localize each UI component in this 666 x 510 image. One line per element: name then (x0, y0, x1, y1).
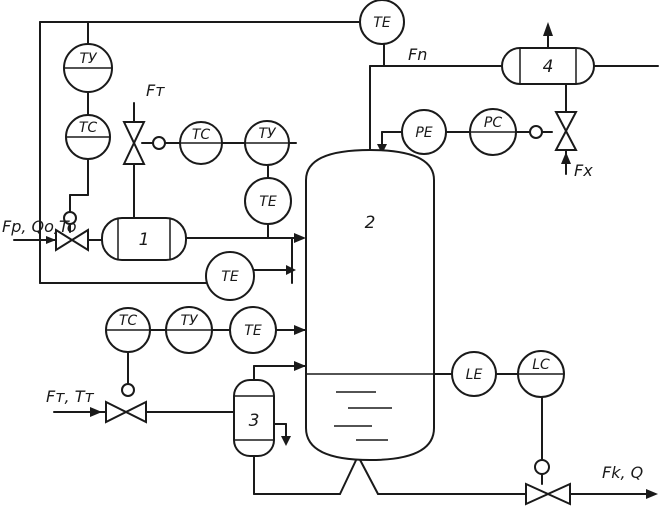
instrument-pc[interactable]: PC (469, 108, 517, 156)
vapor-stream-label: Fn (408, 45, 427, 64)
reboiler (233, 379, 275, 457)
instrument-pe[interactable]: PE (401, 109, 447, 155)
feed-heater (101, 217, 187, 261)
feed-valve-icon[interactable] (55, 211, 89, 252)
instrument-label: LC (532, 357, 550, 373)
distillation-column (305, 148, 435, 462)
cooling-stream-label: Fx (574, 161, 593, 180)
heating-valve-icon[interactable] (122, 121, 166, 165)
reboiler-number: 3 (249, 411, 260, 431)
instrument-label: TУ (180, 313, 199, 329)
cooling-valve-icon[interactable] (529, 111, 578, 151)
instrument-tc-left[interactable]: TC (65, 114, 111, 160)
instrument-label: TE (221, 269, 239, 285)
product-valve-icon[interactable] (525, 459, 571, 506)
instrument-le[interactable]: LE (451, 351, 497, 397)
unit-labels: 2 1 3 4 (139, 57, 554, 431)
instrument-ty-mid[interactable]: TУ (244, 120, 290, 166)
condenser (501, 47, 595, 85)
instrument-label: TE (259, 194, 277, 210)
condenser-number: 4 (543, 57, 554, 77)
instrument-label: PE (415, 125, 432, 141)
instrument-tc-mid[interactable]: TC (179, 121, 223, 165)
column-number: 2 (365, 213, 376, 233)
product-stream-label: Fk, Q (602, 463, 643, 482)
heating-stream-label: Fт (146, 81, 165, 100)
coolant-valve-icon[interactable] (105, 383, 147, 424)
instrument-label: TC (119, 313, 138, 329)
instrument-label: TE (244, 323, 262, 339)
instrument-label: TУ (258, 126, 277, 142)
control-valves (55, 111, 578, 506)
instrument-te-low[interactable]: TE (229, 306, 277, 354)
instruments: TE TУ TC TC TУ TE TE (63, 0, 565, 398)
instrument-label: TC (79, 120, 98, 136)
stream-labels: Fp, Qo,To Fт Fn Fx Fт, Tт Fk, Q (2, 45, 643, 482)
coolant-stream-label: Fт, Tт (46, 387, 94, 406)
instrument-tc-low[interactable]: TC (105, 307, 151, 353)
instrument-ty-left[interactable]: TУ (63, 43, 113, 93)
instrument-label: LE (466, 367, 483, 383)
instrument-label: TC (192, 127, 211, 143)
flow-arrows (46, 22, 658, 499)
heater-number: 1 (139, 230, 150, 250)
instrument-te-top[interactable]: TE (359, 0, 405, 45)
instrument-te-mid[interactable]: TE (244, 177, 292, 225)
instrument-label: TE (373, 15, 391, 31)
instrument-ty-low[interactable]: TУ (165, 306, 213, 354)
instrument-label: PC (484, 115, 502, 131)
instrument-label: TУ (79, 51, 98, 67)
feed-stream-label: Fp, Qo,To (2, 217, 77, 236)
instrument-te-bottom-loop[interactable]: TE (205, 251, 255, 301)
instrument-lc[interactable]: LC (517, 350, 565, 398)
